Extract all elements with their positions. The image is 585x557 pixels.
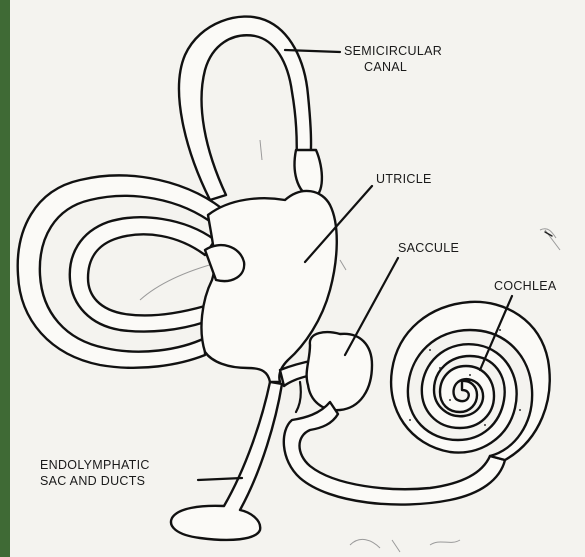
endolymphatic-duct-and-sac [171,382,301,540]
saccule [307,332,372,410]
endolymphatic-leader [198,478,242,480]
label-utricle: UTRICLE [376,172,432,186]
label-endolymphatic-line1: ENDOLYMPHATIC [40,458,150,472]
cochlea-spiral [391,302,550,460]
semicircular-canal-horizontal [18,175,230,367]
label-cochlea: COCHLEA [494,279,557,293]
label-saccule: SACCULE [398,241,459,255]
label-endolymphatic-line2: SAC AND DUCTS [40,474,145,488]
label-semicircular-line1: SEMICIRCULAR [344,44,442,58]
semicircular-canal-vertical [179,17,322,200]
saccule-leader [345,258,398,355]
label-semicircular-line2: CANAL [364,60,407,74]
